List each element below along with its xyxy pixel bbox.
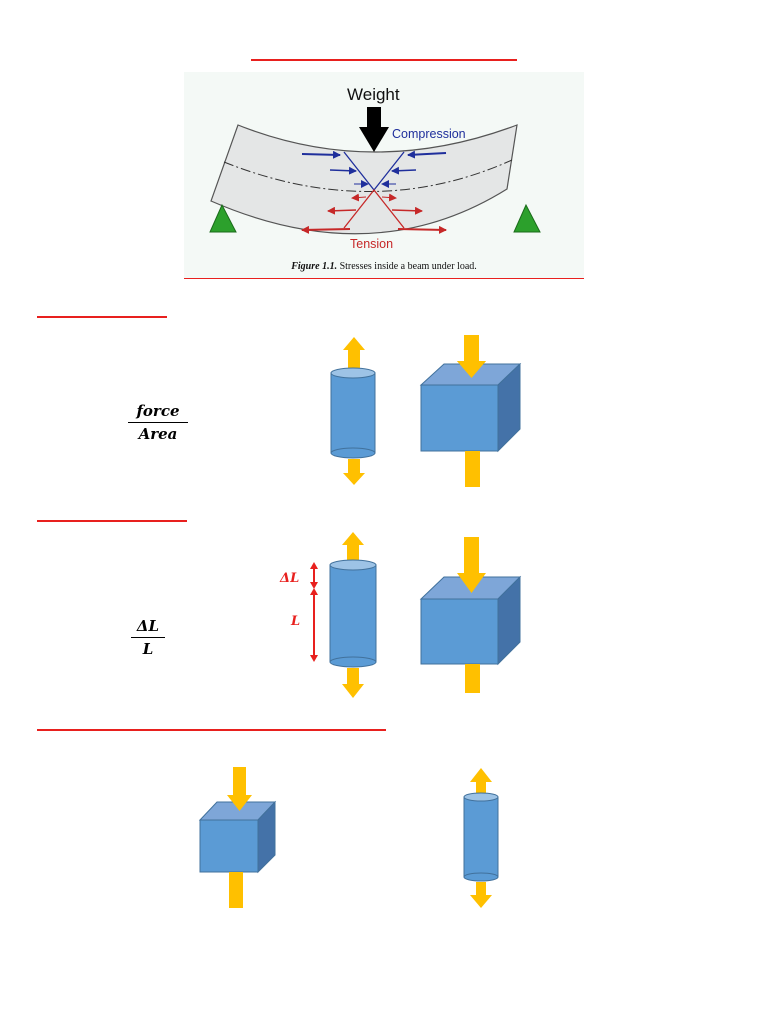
compression-cube-icon [419, 537, 522, 693]
stress-denominator: Area [138, 425, 178, 443]
strain-heading-underline [37, 520, 187, 522]
figure-caption: Figure 1.1. Stresses inside a beam under… [184, 261, 584, 272]
strain-numerator: ΔL [131, 617, 165, 638]
stress-heading-underline [37, 316, 167, 318]
figure-bottom-rule [184, 277, 584, 279]
figure-caption-prefix: Figure 1.1. [291, 261, 338, 272]
stress-formula: force Area [128, 402, 188, 443]
tension-cylinder-icon [310, 532, 377, 698]
compression-cube-icon [198, 767, 277, 908]
beam [210, 124, 518, 235]
weight-label: Weight [347, 85, 400, 104]
beam-figure: Weight Compression Tension Figure 1.1. S… [184, 72, 584, 278]
stress-numerator: force [128, 402, 188, 423]
compression-cube-icon [419, 335, 522, 487]
weight-arrow-icon [359, 107, 389, 152]
title-underline [251, 59, 517, 61]
tension-label: Tension [350, 237, 393, 251]
neutral-axis [223, 159, 513, 192]
figure-caption-text: Stresses inside a beam under load. [339, 261, 477, 272]
compression-label: Compression [392, 127, 466, 141]
delta-length-label: ΔL [280, 571, 300, 586]
tension-cylinder-icon [330, 337, 376, 485]
strain-formula: ΔL L [131, 617, 165, 658]
length-label: L [291, 614, 301, 629]
beam-diagram: Weight Compression Tension [209, 85, 541, 251]
support-triangle-icon [513, 203, 541, 233]
modulus-heading-underline [37, 729, 386, 731]
strain-denominator: L [142, 640, 154, 658]
support-triangle-icon [209, 203, 237, 233]
tension-cylinder-icon [463, 768, 499, 908]
